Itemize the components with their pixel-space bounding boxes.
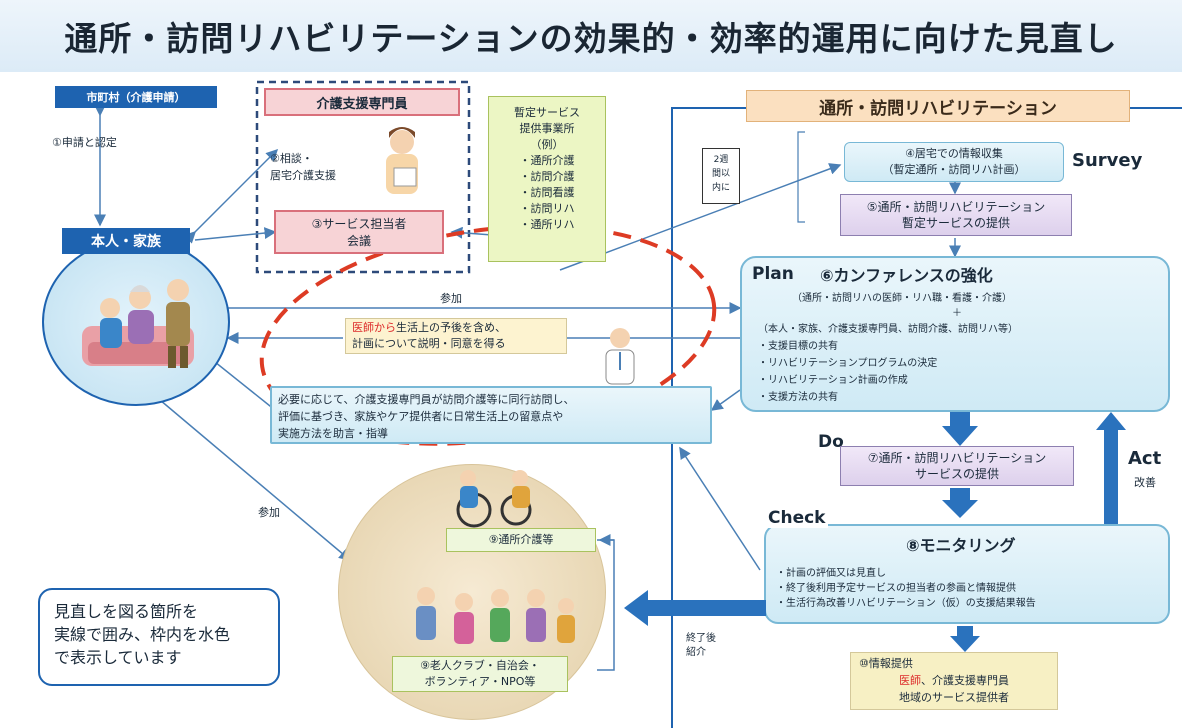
info-provision-line3: 地域のサービス提供者 xyxy=(899,691,1009,704)
plan-item: ・リハビリテーション計画の作成 xyxy=(758,375,908,386)
page-title: 通所・訪問リハビリテーションの効果的・効率的運用に向けた見直し xyxy=(0,0,1182,72)
rehab-header: 通所・訪問リハビリテーション xyxy=(746,90,1130,122)
plan-item: ・リハビリテーションプログラムの決定 xyxy=(758,358,938,369)
provisional-service-box: ⑤通所・訪問リハビリテーション 暫定サービスの提供 xyxy=(840,194,1072,236)
check-item: ・計画の評価又は見直し xyxy=(776,568,886,579)
consult-label: ②相談・ 居宅介護支援 xyxy=(270,152,336,182)
plan-item: ・支援目標の共有 xyxy=(758,341,838,352)
care-manager-box: 介護支援専門員 xyxy=(264,88,460,116)
do-label: Do xyxy=(818,432,844,452)
check-label: Check xyxy=(766,508,828,528)
plan-items: ・支援目標の共有 ・リハビリテーションプログラムの決定 ・リハビリテーション計画… xyxy=(758,338,937,406)
provisional-provider-box: 暫定サービス 提供事業所 （例） ・通所介護 ・訪問介護 ・訪問看護 ・訪問リハ… xyxy=(488,96,606,262)
care-manager-illustration xyxy=(386,127,418,194)
participation-label: 参加 xyxy=(440,292,462,305)
family-illustration xyxy=(82,279,194,368)
participation-low-label: 参加 xyxy=(258,506,280,519)
wheelchair-illustration xyxy=(456,470,532,528)
conference-sub: （通所・訪問リハの医師・リハ職・看護・介護） xyxy=(792,293,1012,304)
monitoring-box xyxy=(764,524,1170,624)
municipality-box: 市町村（介護申請） xyxy=(55,86,217,108)
check-item: ・生活行為改善リハビリテーション（仮）の支援結果報告 xyxy=(776,598,1036,609)
down-arrow-icon xyxy=(950,626,980,652)
doctor-illustration xyxy=(605,328,635,385)
seniors-illustration xyxy=(416,587,575,644)
clubs-box: ⑨老人クラブ・自治会・ ボランティア・NPO等 xyxy=(392,656,568,692)
service-meeting-box: ③サービス担当者 会議 xyxy=(274,210,444,254)
info-provision-rest: 、介護支援専門員 xyxy=(921,674,1009,687)
conference-box xyxy=(740,256,1170,412)
service-provision-box: ⑦通所・訪問リハビリテーション サービスの提供 xyxy=(840,446,1074,486)
check-items: ・計画の評価又は見直し ・終了後利用予定サービスの担当者の参画と情報提供 ・生活… xyxy=(776,566,1036,611)
end-intro-label: 終了後 紹介 xyxy=(686,633,716,658)
revision-dashed-ellipse xyxy=(259,224,717,446)
conference-title: ⑥カンファレンスの強化 xyxy=(820,266,993,285)
doctor-prefix: 医師から xyxy=(352,321,396,334)
check-item: ・終了後利用予定サービスの担当者の参画と情報提供 xyxy=(776,583,1016,594)
info-provision-box: ⑩情報提供 医師、介護支援専門員 地域のサービス提供者 xyxy=(850,652,1058,710)
plan-item: ・支援方法の共有 xyxy=(758,392,838,403)
doctor-line2: 計画について説明・同意を得る xyxy=(352,337,506,350)
up-arrow-icon xyxy=(1096,412,1126,526)
info-gather-box: ④居宅での情報収集 （暫定通所・訪問リハ計画） xyxy=(844,142,1064,182)
down-arrow-icon xyxy=(942,412,978,446)
rehab-header-label: 通所・訪問リハビリテーション xyxy=(819,98,1057,119)
municipality-label: 市町村（介護申請） xyxy=(86,91,186,104)
doctor-explanation-box: 医師から生活上の予後を含め、 計画について説明・同意を得る xyxy=(345,318,567,354)
person-family-box: 本人・家族 xyxy=(62,228,190,254)
survey-label: Survey xyxy=(1072,150,1143,171)
person-family-label: 本人・家族 xyxy=(91,234,161,250)
day-care-box: ⑨通所介護等 xyxy=(446,528,596,552)
down-arrow-icon xyxy=(942,488,978,518)
two-weeks-box: 2週 間以 内に xyxy=(702,148,740,204)
accompany-visit-box: 必要に応じて、介護支援専門員が訪問介護等に同行訪問し、 評価に基づき、家族やケア… xyxy=(270,386,712,444)
monitoring-title: ⑧モニタリング xyxy=(906,536,1016,555)
doctor-rest: 生活上の予後を含め、 xyxy=(396,321,506,334)
info-provision-title: ⑩情報提供 xyxy=(859,657,913,670)
application-label: ①申請と認定 xyxy=(52,136,117,149)
plan-label: Plan xyxy=(752,264,794,284)
info-provision-doctor: 医師 xyxy=(899,674,921,687)
act-label: Act xyxy=(1128,448,1162,469)
care-manager-title: 介護支援専門員 xyxy=(316,96,408,112)
conference-sub2: （本人・家族、介護支援専門員、訪問介護、訪問リハ等） xyxy=(758,324,1018,335)
act-sub-label: 改善 xyxy=(1134,476,1156,489)
left-arrow-icon xyxy=(624,590,766,626)
conference-plus: ＋ xyxy=(952,308,962,319)
legend-box: 見直しを図る箇所を 実線で囲み、枠内を水色 で表示しています xyxy=(38,588,280,686)
